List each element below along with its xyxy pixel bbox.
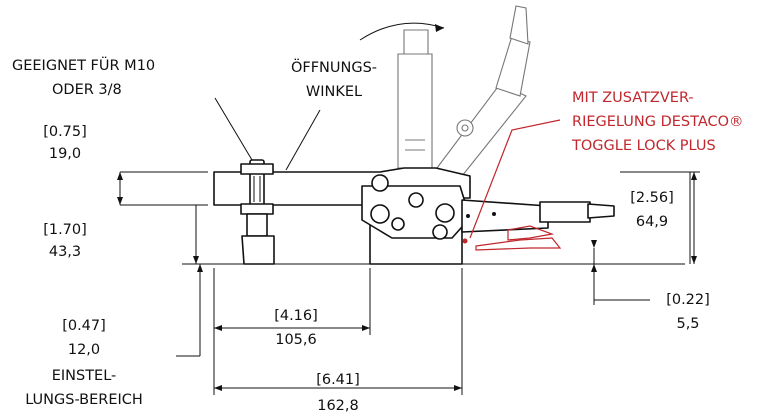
toggle-lock-lever — [462, 225, 562, 251]
angle-label-1: ÖFFNUNGS- — [291, 58, 377, 76]
adjust-label-1: EINSTEL- — [52, 368, 117, 384]
dim-offset-mm: 105,6 — [275, 332, 317, 348]
open-position-ghost — [397, 5, 531, 177]
dim-base-mm: 5,5 — [676, 316, 699, 332]
dim-height-mm: 64,9 — [636, 214, 668, 230]
dim-overall-inch: [6.41] — [316, 372, 360, 388]
adjust-label-2: LUNGS-BEREICH — [25, 392, 143, 408]
clamp-body — [213, 167, 615, 265]
spindle-assembly — [240, 159, 275, 265]
dim-spindle-bottom-inch: [1.70] — [43, 222, 87, 238]
dim-adjust-inch: [0.47] — [62, 318, 106, 334]
dim-spindle-top-inch: [0.75] — [43, 124, 87, 140]
dim-spindle-top-mm: 19,0 — [49, 146, 81, 162]
pivot-2 — [370, 204, 390, 224]
dim-offset-inch: [4.16] — [274, 308, 318, 324]
pivot-5 — [432, 224, 448, 240]
leader-lines — [214, 22, 561, 239]
lock-label-1: MIT ZUSATZVER- — [572, 90, 694, 106]
dim-spindle-bottom-mm: 43,3 — [49, 244, 81, 260]
handle — [461, 199, 549, 233]
dim-height-inch: [2.56] — [630, 190, 674, 206]
handle-grip — [539, 201, 591, 223]
dimension-lines — [117, 171, 700, 391]
angle-label-2: WINKEL — [306, 84, 362, 100]
bolt-label-2: ODER 3/8 — [52, 82, 122, 98]
spindle-pad — [241, 235, 275, 265]
lock-label-2: RIEGELUNG DESTACO® — [572, 114, 744, 130]
handle-end — [587, 203, 615, 219]
pivot-4 — [435, 203, 455, 223]
dim-base-inch: [0.22] — [666, 292, 710, 308]
lock-label-3: TOGGLE LOCK PLUS — [571, 138, 716, 154]
dim-overall-mm: 162,8 — [317, 398, 359, 414]
dim-adjust-mm: 12,0 — [68, 342, 100, 358]
pivot-3 — [408, 192, 424, 208]
pivot-6 — [391, 217, 405, 231]
bolt-label-1: GEEIGNET FÜR M10 — [12, 56, 155, 74]
annotation-text: GEEIGNET FÜR M10 ODER 3/8 ÖFFNUNGS- WINK… — [12, 56, 744, 414]
pivot-1 — [371, 174, 389, 192]
